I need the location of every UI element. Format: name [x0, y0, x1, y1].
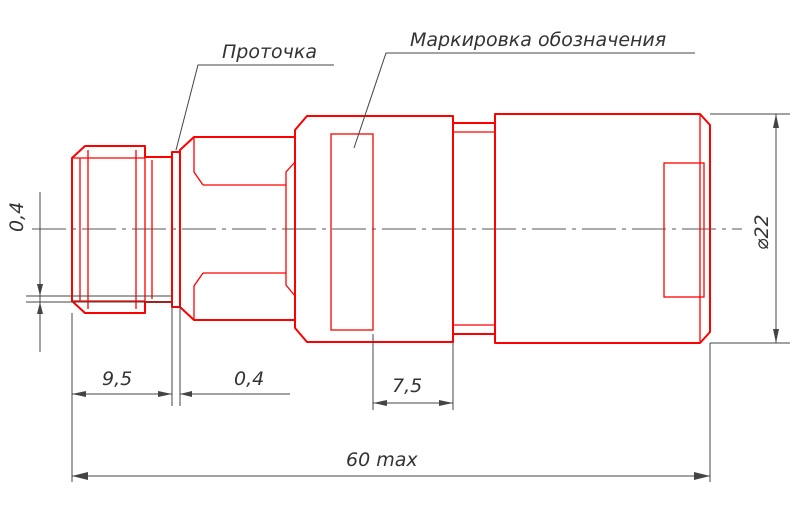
nut-length-label: 9,5 [102, 368, 132, 390]
diameter-label: ⌀22 [751, 214, 773, 250]
coupling-nut [71, 145, 173, 314]
mark-width-label: 7,5 [392, 375, 422, 397]
groove-depth-dimension [26, 192, 172, 352]
groove-width-dimension [180, 391, 290, 397]
marking-label: Маркировка обозначения [410, 29, 666, 51]
groove-label: Проточка [222, 41, 317, 63]
total-length-label: 60 max [346, 449, 418, 471]
groove-leader [175, 64, 334, 151]
total-length-dimension [72, 472, 710, 480]
diameter-dimension [710, 113, 790, 344]
groove-width-label: 0,4 [234, 368, 264, 390]
extension-lines [71, 305, 711, 482]
marking-leader [353, 52, 695, 149]
mark-width-dimension [373, 400, 453, 406]
groove-depth-label: 0,4 [6, 202, 28, 232]
marking-area [330, 133, 374, 331]
cable-housing [494, 113, 711, 344]
nut-length-dimension [72, 391, 172, 397]
housing-window [663, 162, 705, 298]
